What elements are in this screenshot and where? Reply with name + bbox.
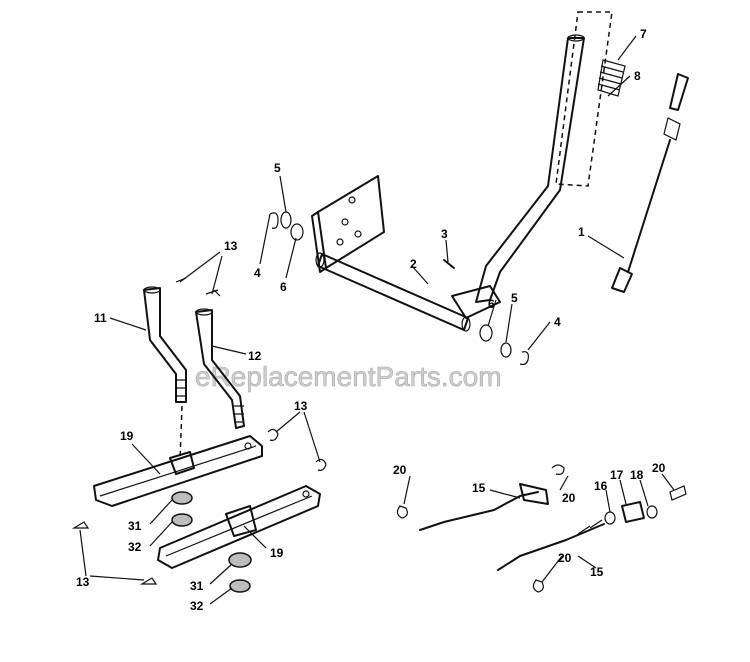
leader-lines [79,35,675,605]
callout-17: 17 [610,468,624,482]
cable-part-1 [611,73,689,293]
callout-16: 16 [594,479,608,493]
spring-part-31-lower [228,552,252,568]
block-part-17 [621,501,645,523]
callout-15-lower: 15 [590,565,604,579]
callout-8: 8 [634,69,641,83]
dashed-guide-left [179,405,183,461]
clip-part-4-left [269,212,279,229]
clip-part-13-right-b [315,458,327,471]
callout-20-c: 20 [652,461,666,475]
washer-part-5-right [500,342,512,358]
spring-part-31-upper [171,491,193,505]
washer-part-5-left [280,211,292,229]
clip-part-13-right-a [267,428,279,441]
clip-part-20-a [396,505,408,519]
callout-4-right: 4 [554,315,561,329]
bushing-part-6-right [479,324,493,342]
clip-part-20-d [532,579,544,593]
callout-7: 7 [640,27,647,41]
callout-4-left: 4 [254,266,261,280]
lift-link-part-11 [143,286,187,403]
callout-12: 12 [248,349,262,363]
clip-part-13-lower-b [139,577,158,585]
callout-20-d: 20 [558,551,572,565]
spring-part-7 [597,59,626,97]
callout-6-left: 6 [280,280,287,294]
clip-part-13-lower-a [71,521,90,529]
callouts: 1 2 3 4 4 5 5 6 6 7 8 11 12 13 13 13 15 … [76,27,666,613]
lift-handle-grip [555,11,613,187]
callout-32-upper: 32 [128,540,142,554]
washer-part-16 [604,511,616,525]
callout-13-right: 13 [294,399,308,413]
callout-31-upper: 31 [128,519,142,533]
nut-part-32-lower [229,579,251,593]
clip-part-4-right [519,351,529,366]
callout-19-lower: 19 [270,546,284,560]
callout-32-lower: 32 [190,599,204,613]
rod-part-15-lower [497,519,605,571]
callout-13-upper: 13 [224,239,238,253]
lift-lever [451,34,585,319]
nut-part-32-upper [171,513,193,527]
callout-6-right: 6 [488,297,495,311]
callout-18: 18 [630,468,644,482]
pin-part-3 [443,259,455,269]
callout-5-right: 5 [511,291,518,305]
callout-31-lower: 31 [190,579,204,593]
callout-19-upper: 19 [120,429,134,443]
clip-part-20-b [551,464,565,475]
callout-2: 2 [410,257,417,271]
callout-3: 3 [441,227,448,241]
clip-part-20-c [669,485,687,501]
callout-15-upper: 15 [472,481,486,495]
callout-13-lower: 13 [76,575,90,589]
lift-arm-part-19-upper [93,435,263,507]
lift-arm-part-19-lower [157,485,321,569]
callout-20-b: 20 [562,491,576,505]
lever-bracket [311,175,385,273]
rod-part-15-upper [419,483,549,531]
lift-link-part-12 [195,308,245,429]
callout-5-left: 5 [274,161,281,175]
bushing-part-6-left [290,223,304,241]
callout-20-a: 20 [393,463,407,477]
watermark: eReplacementParts.com [195,361,502,392]
callout-1: 1 [578,225,585,239]
callout-11: 11 [94,311,107,325]
cross-shaft-part-2 [315,252,471,332]
nut-part-18 [646,505,658,519]
